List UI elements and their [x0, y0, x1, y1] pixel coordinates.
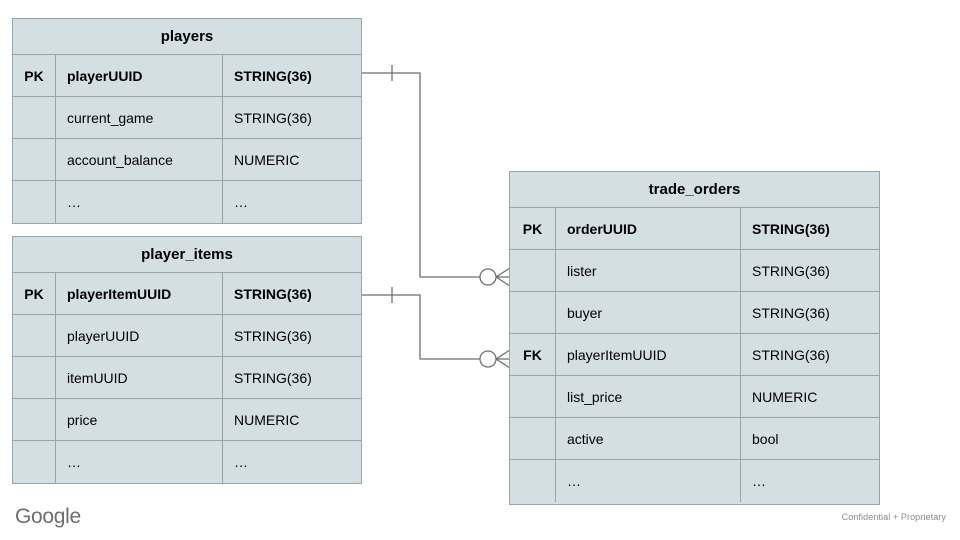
- entity-row[interactable]: FK playerItemUUID STRING(36): [510, 334, 879, 376]
- entity-row[interactable]: itemUUID STRING(36): [13, 357, 361, 399]
- row-field-type: bool: [752, 430, 779, 447]
- row-field-type: STRING(36): [752, 346, 830, 363]
- row-field-name: …: [56, 441, 223, 483]
- entity-table-players[interactable]: players PK playerUUID STRING(36) current…: [12, 18, 362, 224]
- relationship-player-items-trade-orders: [362, 287, 511, 369]
- row-field-name: orderUUID: [556, 208, 741, 249]
- row-key-badge: [13, 399, 56, 440]
- entity-row[interactable]: PK playerItemUUID STRING(36): [13, 273, 361, 315]
- cardinality-many-crowsfoot: [495, 267, 511, 287]
- entity-title-player-items: player_items: [13, 237, 361, 273]
- entity-row[interactable]: account_balance NUMERIC: [13, 139, 361, 181]
- row-key-badge: PK: [510, 208, 556, 249]
- cardinality-many-crowsfoot: [495, 349, 511, 369]
- entity-row[interactable]: list_price NUMERIC: [510, 376, 879, 418]
- entity-title-players: players: [13, 19, 361, 55]
- entity-row[interactable]: … …: [510, 460, 879, 502]
- row-field-type: STRING(36): [234, 67, 312, 84]
- row-field-type: STRING(36): [752, 304, 830, 321]
- entity-row[interactable]: current_game STRING(36): [13, 97, 361, 139]
- row-field-name: playerUUID: [56, 315, 223, 356]
- row-field-name: account_balance: [56, 139, 223, 180]
- row-key-badge: FK: [510, 334, 556, 375]
- row-field-name: current_game: [56, 97, 223, 138]
- cardinality-zero-circle: [479, 268, 497, 286]
- row-key-badge: [510, 418, 556, 459]
- row-field-type: STRING(36): [234, 327, 312, 344]
- row-field-type: NUMERIC: [234, 151, 300, 168]
- row-field-name: buyer: [556, 292, 741, 333]
- entity-row[interactable]: playerUUID STRING(36): [13, 315, 361, 357]
- row-field-name: playerItemUUID: [56, 273, 223, 314]
- row-field-type: NUMERIC: [234, 411, 300, 428]
- row-key-badge: PK: [13, 55, 56, 96]
- entity-row[interactable]: PK playerUUID STRING(36): [13, 55, 361, 97]
- row-field-type: STRING(36): [234, 285, 312, 302]
- entity-table-trade-orders[interactable]: trade_orders PK orderUUID STRING(36) lis…: [509, 171, 880, 505]
- row-field-name: itemUUID: [56, 357, 223, 398]
- cardinality-zero-circle: [479, 350, 497, 368]
- entity-row[interactable]: price NUMERIC: [13, 399, 361, 441]
- row-key-badge: PK: [13, 273, 56, 314]
- row-field-type: STRING(36): [234, 109, 312, 126]
- row-field-name: playerUUID: [56, 55, 223, 96]
- row-key-badge: [510, 460, 556, 502]
- entity-row[interactable]: … …: [13, 441, 361, 483]
- row-field-name: …: [556, 460, 741, 502]
- row-field-name: lister: [556, 250, 741, 291]
- row-field-type: STRING(36): [752, 220, 830, 237]
- entity-row[interactable]: PK orderUUID STRING(36): [510, 208, 879, 250]
- row-field-name: active: [556, 418, 741, 459]
- entity-row[interactable]: active bool: [510, 418, 879, 460]
- row-field-name: list_price: [556, 376, 741, 417]
- entity-row[interactable]: buyer STRING(36): [510, 292, 879, 334]
- relationship-players-trade-orders: [362, 65, 511, 287]
- row-key-badge: [13, 181, 56, 223]
- row-key-badge: [13, 139, 56, 180]
- row-key-badge: [13, 357, 56, 398]
- entity-table-player-items[interactable]: player_items PK playerItemUUID STRING(36…: [12, 236, 362, 484]
- row-key-badge: [510, 250, 556, 291]
- row-key-badge: [510, 292, 556, 333]
- row-key-badge: [13, 315, 56, 356]
- entity-title-trade-orders: trade_orders: [510, 172, 879, 208]
- confidentiality-notice: Confidential + Proprietary: [841, 512, 946, 522]
- row-field-type: STRING(36): [234, 369, 312, 386]
- row-field-type: …: [752, 473, 766, 489]
- row-field-name: …: [56, 181, 223, 223]
- row-field-type: …: [234, 194, 248, 210]
- row-key-badge: [510, 376, 556, 417]
- row-field-name: playerItemUUID: [556, 334, 741, 375]
- row-field-name: price: [56, 399, 223, 440]
- entity-row[interactable]: … …: [13, 181, 361, 223]
- row-field-type: STRING(36): [752, 262, 830, 279]
- google-logo: Google: [15, 505, 81, 528]
- row-key-badge: [13, 441, 56, 483]
- entity-row[interactable]: lister STRING(36): [510, 250, 879, 292]
- row-key-badge: [13, 97, 56, 138]
- row-field-type: NUMERIC: [752, 388, 818, 405]
- row-field-type: …: [234, 454, 248, 470]
